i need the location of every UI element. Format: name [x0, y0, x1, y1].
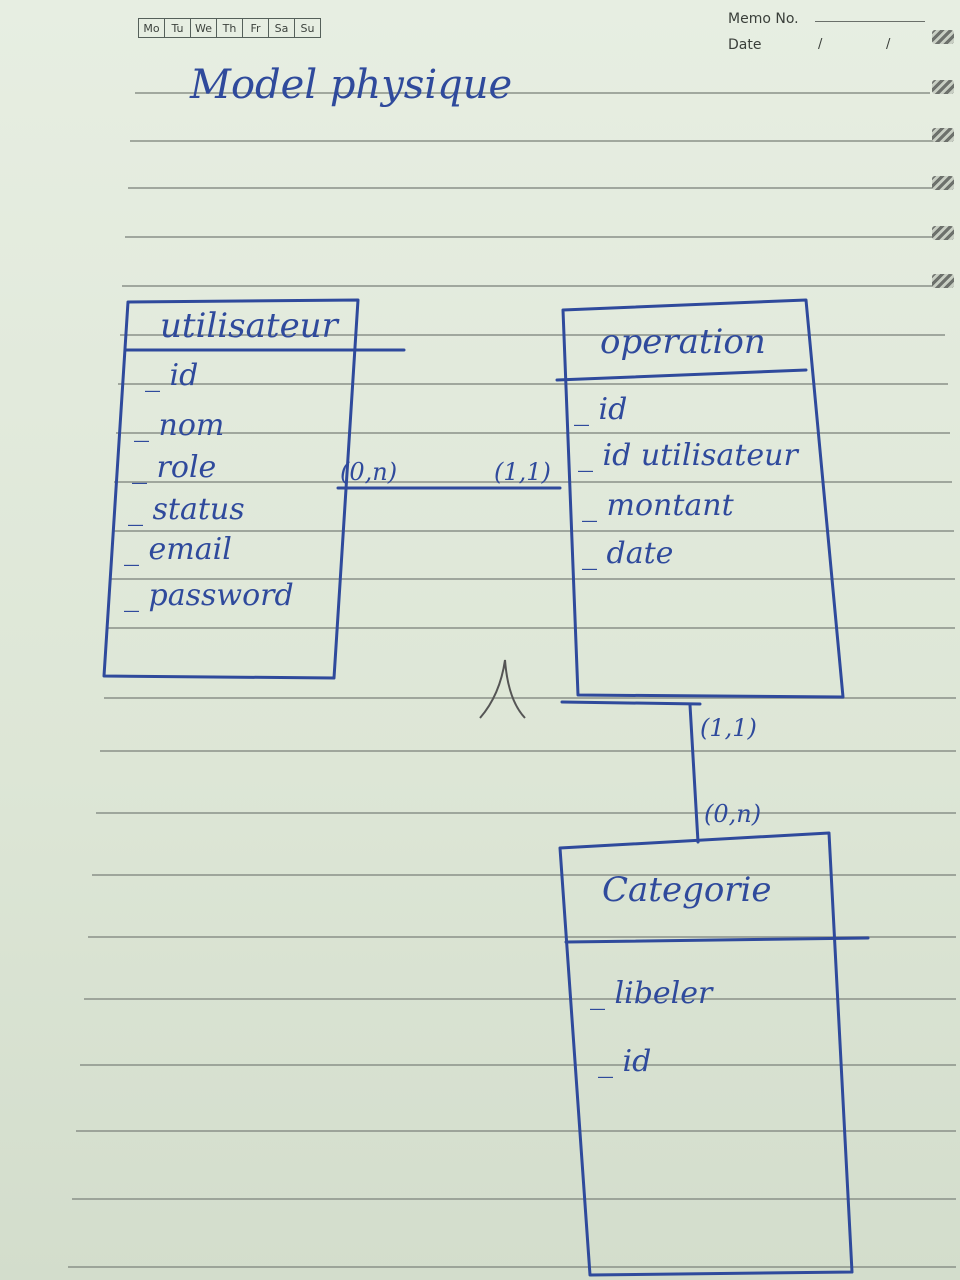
cardinality-label: (0,n) — [340, 458, 398, 486]
operation-box — [561, 298, 845, 699]
pencil-mark — [479, 659, 526, 719]
weekday-boxes: Mo Tu We Th Fr Sa Su — [138, 18, 321, 38]
weekday-box: Su — [300, 21, 315, 35]
cardinality-label: (1,1) — [494, 458, 551, 486]
attribute-item: _ nom — [134, 408, 225, 443]
attribute-item: _ password — [124, 578, 294, 613]
cardinality-label: (0,n) — [704, 800, 762, 828]
weekday-box: Sa — [269, 19, 295, 37]
weekday-box: Th — [217, 19, 243, 37]
attribute-item: _ montant — [582, 488, 734, 523]
attribute-item: _ id — [598, 1044, 652, 1079]
date-separator: / — [886, 37, 891, 52]
attribute-item: _ status — [128, 492, 245, 527]
weekday-box: Mo — [139, 19, 165, 37]
weekday-box: Fr — [243, 19, 269, 37]
entity-name-utilisateur: utilisateur — [160, 306, 338, 346]
attribute-item: _ libeler — [590, 976, 713, 1011]
entity-name-categorie: Categorie — [602, 870, 772, 910]
relation-line-operation-categorie — [688, 703, 700, 844]
attribute-item: _ id utilisateur — [578, 438, 798, 473]
weekday-box: We — [191, 19, 217, 37]
attribute-item: _ id — [145, 358, 199, 393]
date-label: Date — [728, 37, 762, 53]
relation-line-base — [560, 700, 702, 706]
memo-label: Memo No. — [728, 11, 799, 27]
attribute-item: _ role — [132, 450, 217, 485]
date-separator: / — [818, 37, 823, 52]
attribute-item: _ id — [574, 392, 628, 427]
attribute-item: _ date — [582, 536, 674, 571]
page-title: Model physique — [190, 62, 513, 108]
operation-header-divider — [555, 368, 808, 382]
utilisateur-box — [102, 298, 360, 680]
categorie-box — [558, 831, 854, 1277]
memo-line — [815, 21, 925, 22]
weekday-box: Tu — [165, 19, 191, 37]
categorie-header-divider — [564, 936, 870, 944]
attribute-item: _ email — [124, 532, 232, 567]
entity-name-operation: operation — [600, 322, 766, 362]
cardinality-label: (1,1) — [700, 714, 757, 742]
